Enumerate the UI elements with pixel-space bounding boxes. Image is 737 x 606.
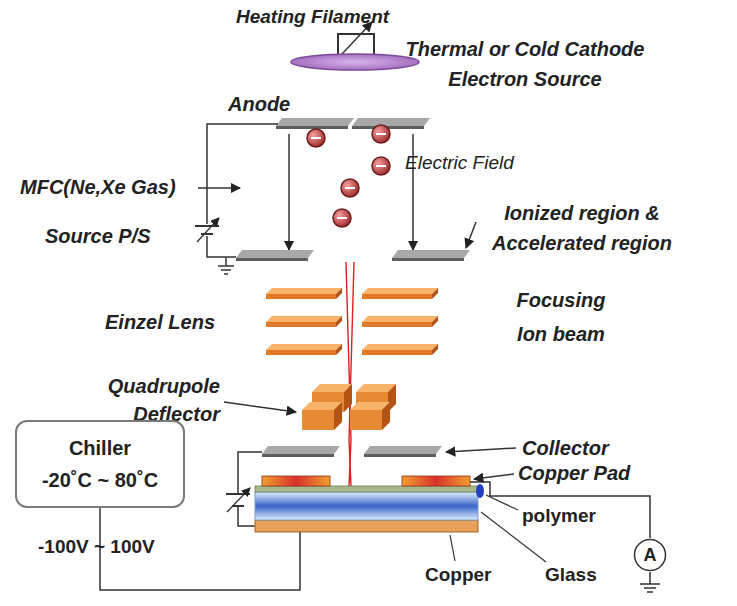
polymer-layer [255, 486, 478, 492]
collector-plate [262, 446, 340, 457]
wire [470, 482, 650, 538]
ground-symbol [221, 269, 231, 271]
einzel-lens [362, 344, 438, 355]
chiller-box: Chiller-20˚C ~ 80˚C [15, 420, 185, 508]
field-line [289, 134, 413, 250]
wire [207, 124, 278, 224]
title-label: Heating Filament [236, 6, 389, 29]
field-line [412, 134, 414, 250]
ion-beam [349, 262, 354, 486]
ground-symbol [224, 273, 228, 275]
leader-line [486, 495, 518, 510]
ion [341, 179, 359, 197]
meter-letter: A [644, 546, 657, 564]
quadrupole-deflector [302, 402, 342, 430]
voltage-label: -100V ~ 100V [38, 536, 155, 559]
part-label: Copper Pad [518, 461, 630, 485]
leader-arrow [224, 402, 516, 479]
ion [372, 125, 390, 143]
einzel-lens [266, 316, 342, 327]
copper-pad [262, 476, 470, 486]
wire [649, 572, 651, 584]
ground-symbol [225, 257, 227, 266]
wire [238, 506, 255, 526]
einzel-lens [266, 344, 342, 355]
leader-arrow [474, 474, 514, 479]
bias-voltage-source [227, 488, 250, 512]
copper-pad [262, 476, 330, 486]
meter-outline [635, 540, 666, 571]
ground-symbol [644, 587, 656, 589]
leader-arrow [466, 222, 476, 248]
part-label: Collector [522, 436, 609, 460]
field-line [288, 134, 290, 250]
ion [307, 125, 390, 227]
source-power-supply [195, 225, 219, 227]
leader-arrow [446, 448, 516, 452]
part-label: Focusing Ion beam [505, 283, 617, 351]
gas-inlet-arrow [198, 187, 240, 189]
layer-label: polymer [522, 505, 596, 528]
accelerating-plate [392, 250, 470, 261]
quadrupole-deflector [302, 384, 396, 430]
region-label: Ionized region & Accelerated region [462, 198, 702, 258]
quadrupole-deflector [350, 402, 390, 430]
source-power-supply [201, 233, 213, 235]
bias-voltage-source [226, 488, 250, 512]
glass-layer [255, 492, 478, 520]
anode-plate [352, 118, 430, 129]
layer-label: Glass [545, 564, 597, 587]
ion [372, 157, 390, 175]
einzel-lens [266, 288, 342, 299]
anode-plate [276, 118, 354, 129]
temperature-range: -20˚C ~ 80˚C [42, 464, 158, 496]
ground-symbol [647, 591, 653, 593]
collector-plate [364, 446, 442, 457]
source-power-supply [197, 218, 219, 242]
ion [307, 129, 325, 147]
collector-plate [262, 446, 442, 457]
part-label: Anode [228, 92, 290, 116]
einzel-lens [362, 316, 438, 327]
part-label: Einzel Lens [105, 310, 215, 334]
gas-inlet-arrow [198, 187, 240, 189]
part-label: Thermal or Cold Cathode Electron Source [380, 34, 670, 94]
field-label: Electric Field [405, 152, 514, 175]
source-power-supply [195, 218, 219, 242]
einzel-lens [362, 288, 438, 299]
accelerating-plate [236, 250, 314, 261]
accelerating-plate [236, 250, 470, 261]
ion [333, 209, 351, 227]
polymer-layer [476, 484, 484, 498]
heating-filament [338, 22, 374, 58]
copper-substrate [255, 520, 478, 532]
part-label: MFC(Ne,Xe Gas) [20, 175, 176, 199]
electron-source [291, 54, 419, 70]
leader-arrow [466, 222, 476, 248]
electron-source [291, 54, 419, 70]
ion-beam [346, 262, 354, 486]
wire [207, 236, 236, 257]
copper-pad [402, 476, 470, 486]
leader-arrow [224, 402, 296, 412]
glass-layer [255, 492, 478, 520]
layer-label: Copper [425, 564, 492, 587]
ammeter-symbol: A [633, 538, 667, 572]
anode-plate [276, 118, 430, 129]
ground-symbol [640, 583, 660, 585]
copper-substrate [255, 520, 478, 532]
ground-symbol [218, 257, 234, 274]
box-heading: Chiller [69, 432, 131, 464]
einzel-lens [266, 288, 438, 355]
bias-voltage-source [226, 493, 250, 495]
part-label: Source P/S [45, 224, 151, 248]
leader-line [450, 535, 455, 561]
wire [207, 124, 278, 257]
ground-symbol [218, 265, 234, 267]
ground-symbol [640, 584, 660, 592]
